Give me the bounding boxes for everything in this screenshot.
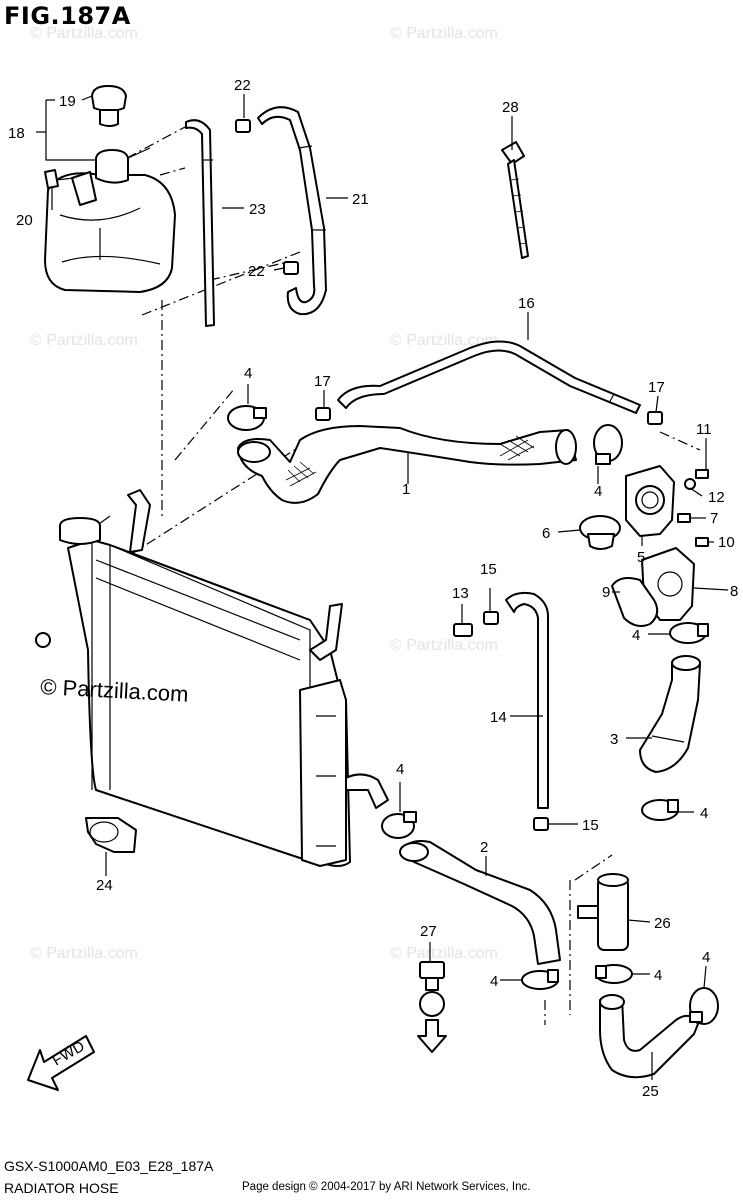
watermark-faint-group: © Partzilla.com © Partzilla.com © Partzi… bbox=[30, 25, 498, 962]
hose-clamp-4 bbox=[595, 964, 633, 984]
callout-label: 22 bbox=[234, 77, 251, 94]
callout-label: 4 bbox=[244, 365, 252, 382]
callout-label: 19 bbox=[59, 93, 76, 110]
watermark-faint: © Partzilla.com bbox=[390, 945, 498, 962]
thermostat bbox=[579, 515, 621, 550]
reservoir-cap bbox=[91, 85, 127, 127]
fitting-13 bbox=[453, 623, 473, 637]
section-name: RADIATOR HOSE bbox=[4, 1180, 119, 1196]
direction-arrow bbox=[417, 1019, 447, 1053]
callout-label: 17 bbox=[314, 373, 331, 390]
hose-joint-26 bbox=[577, 873, 629, 951]
callout-leaders bbox=[36, 94, 729, 1080]
callout-label: 14 bbox=[490, 709, 507, 726]
reservoir-hose bbox=[185, 119, 215, 327]
callout-label: 28 bbox=[502, 99, 519, 116]
radiator-core bbox=[35, 489, 389, 867]
callout-label: 12 bbox=[708, 489, 725, 506]
watermark-faint: © Partzilla.com bbox=[30, 945, 138, 962]
callout-label: 4 bbox=[700, 805, 708, 822]
callout-label: 15 bbox=[480, 561, 497, 578]
callout-label: 4 bbox=[702, 949, 710, 966]
o-ring-9 bbox=[611, 577, 659, 627]
hose-clamp-4 bbox=[593, 424, 623, 465]
model-code: GSX-S1000AM0_E03_E28_187A bbox=[4, 1158, 214, 1174]
bolt-11 bbox=[695, 469, 709, 479]
callout-label: 4 bbox=[594, 483, 602, 500]
callout-label: 17 bbox=[648, 379, 665, 396]
callout-label: 27 bbox=[420, 923, 437, 940]
callout-label: 18 bbox=[8, 125, 25, 142]
hose-clamp-15 bbox=[483, 611, 499, 625]
lower-radiator-hose bbox=[399, 840, 561, 965]
watermark-faint: © Partzilla.com bbox=[390, 25, 498, 42]
bolt-20 bbox=[44, 169, 75, 189]
washer-12 bbox=[684, 478, 696, 490]
upper-radiator-hose bbox=[237, 425, 577, 504]
hose-clamp-4 bbox=[689, 987, 719, 1025]
hose-clamp-17 bbox=[315, 407, 331, 421]
hose-clamp-22 bbox=[235, 119, 251, 133]
callout-label: 2 bbox=[480, 839, 488, 856]
hose-25 bbox=[599, 994, 699, 1079]
callout-label: 20 bbox=[16, 212, 33, 229]
assembly-guide-lines bbox=[126, 126, 701, 1025]
callout-label: 4 bbox=[396, 761, 404, 778]
hose-clamp-22 bbox=[283, 261, 299, 275]
cable-tie bbox=[501, 141, 529, 259]
callout-label: 13 bbox=[452, 585, 469, 602]
callout-label: 8 bbox=[730, 583, 738, 600]
hose-clamp-15 bbox=[533, 817, 549, 831]
callout-label: 25 bbox=[642, 1083, 659, 1100]
callout-label: 26 bbox=[654, 915, 671, 932]
callout-label: 4 bbox=[632, 627, 640, 644]
callout-label: 16 bbox=[518, 295, 535, 312]
watermark-faint: © Partzilla.com bbox=[390, 637, 498, 654]
callout-label: 3 bbox=[610, 731, 618, 748]
bolt-7 bbox=[677, 513, 691, 523]
overflow-hose bbox=[257, 106, 327, 316]
fwd-arrow-icon: FWD bbox=[27, 1035, 95, 1091]
hose-clamp-4 bbox=[641, 799, 679, 821]
callout-label: 9 bbox=[602, 584, 610, 601]
copyright-notice: Page design © 2004-2017 by ARI Network S… bbox=[242, 1181, 531, 1193]
watermark-faint: © Partzilla.com bbox=[390, 332, 498, 349]
callout-label: 7 bbox=[710, 510, 718, 527]
lower-thermostat-hose bbox=[639, 655, 701, 773]
callout-label: 6 bbox=[542, 525, 550, 542]
callout-label: 21 bbox=[352, 191, 369, 208]
figure-title: FIG.187A bbox=[4, 2, 131, 30]
callout-label: 4 bbox=[654, 967, 662, 984]
watermark-faint: © Partzilla.com bbox=[30, 332, 138, 349]
watermark-faint: © Partzilla.com bbox=[30, 25, 138, 42]
hose-clamp-4 bbox=[227, 405, 267, 431]
hose-clamp-4 bbox=[521, 969, 559, 990]
callout-label: 5 bbox=[637, 549, 645, 566]
callout-label: 1 bbox=[402, 481, 410, 498]
callout-labels: 19 18 20 22 23 21 22 28 16 4 17 17 11 1 … bbox=[8, 77, 738, 1100]
bypass-hose bbox=[337, 340, 641, 414]
hose-14 bbox=[505, 591, 549, 809]
callout-label: 22 bbox=[248, 263, 265, 280]
callout-label: 4 bbox=[490, 973, 498, 990]
hose-clamp-17 bbox=[647, 411, 663, 425]
hose-clamp-24 bbox=[85, 817, 137, 853]
sensor-27 bbox=[419, 961, 445, 1017]
hose-clamp-4 bbox=[669, 622, 709, 644]
callout-label: 23 bbox=[249, 201, 266, 218]
callout-label: 15 bbox=[582, 817, 599, 834]
reservoir-tank bbox=[44, 147, 176, 293]
callout-label: 11 bbox=[696, 421, 712, 438]
callout-label: 24 bbox=[96, 877, 113, 894]
hose-clamp-4 bbox=[381, 811, 417, 839]
bolt-10 bbox=[695, 537, 709, 547]
thermostat-housing bbox=[625, 465, 675, 537]
callout-label: 10 bbox=[718, 534, 735, 551]
